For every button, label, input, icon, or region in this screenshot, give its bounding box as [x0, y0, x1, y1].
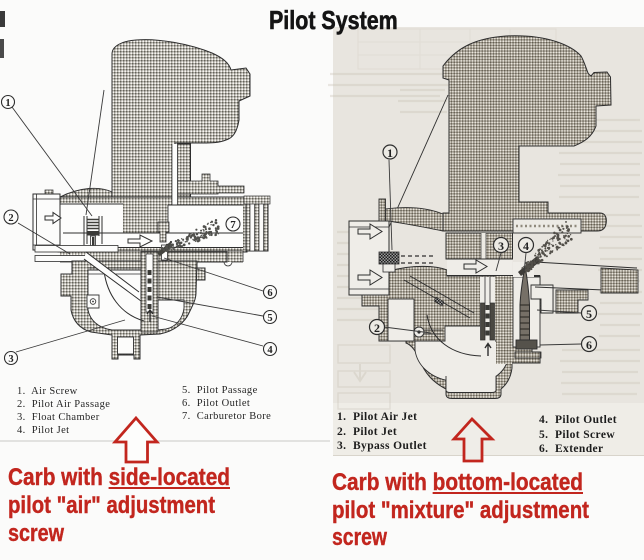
svg-text:3: 3: [8, 354, 13, 365]
svg-text:4: 4: [523, 239, 529, 253]
svg-text:4: 4: [267, 345, 273, 356]
svg-text:1: 1: [5, 98, 10, 109]
svg-text:1: 1: [387, 146, 393, 160]
svg-text:6: 6: [586, 338, 592, 352]
svg-text:2: 2: [8, 213, 13, 224]
svg-text:2: 2: [374, 321, 380, 335]
svg-text:6: 6: [267, 288, 272, 299]
svg-text:7: 7: [230, 219, 236, 231]
svg-text:5: 5: [267, 313, 272, 324]
svg-text:5: 5: [586, 307, 592, 321]
svg-text:3: 3: [498, 239, 504, 253]
